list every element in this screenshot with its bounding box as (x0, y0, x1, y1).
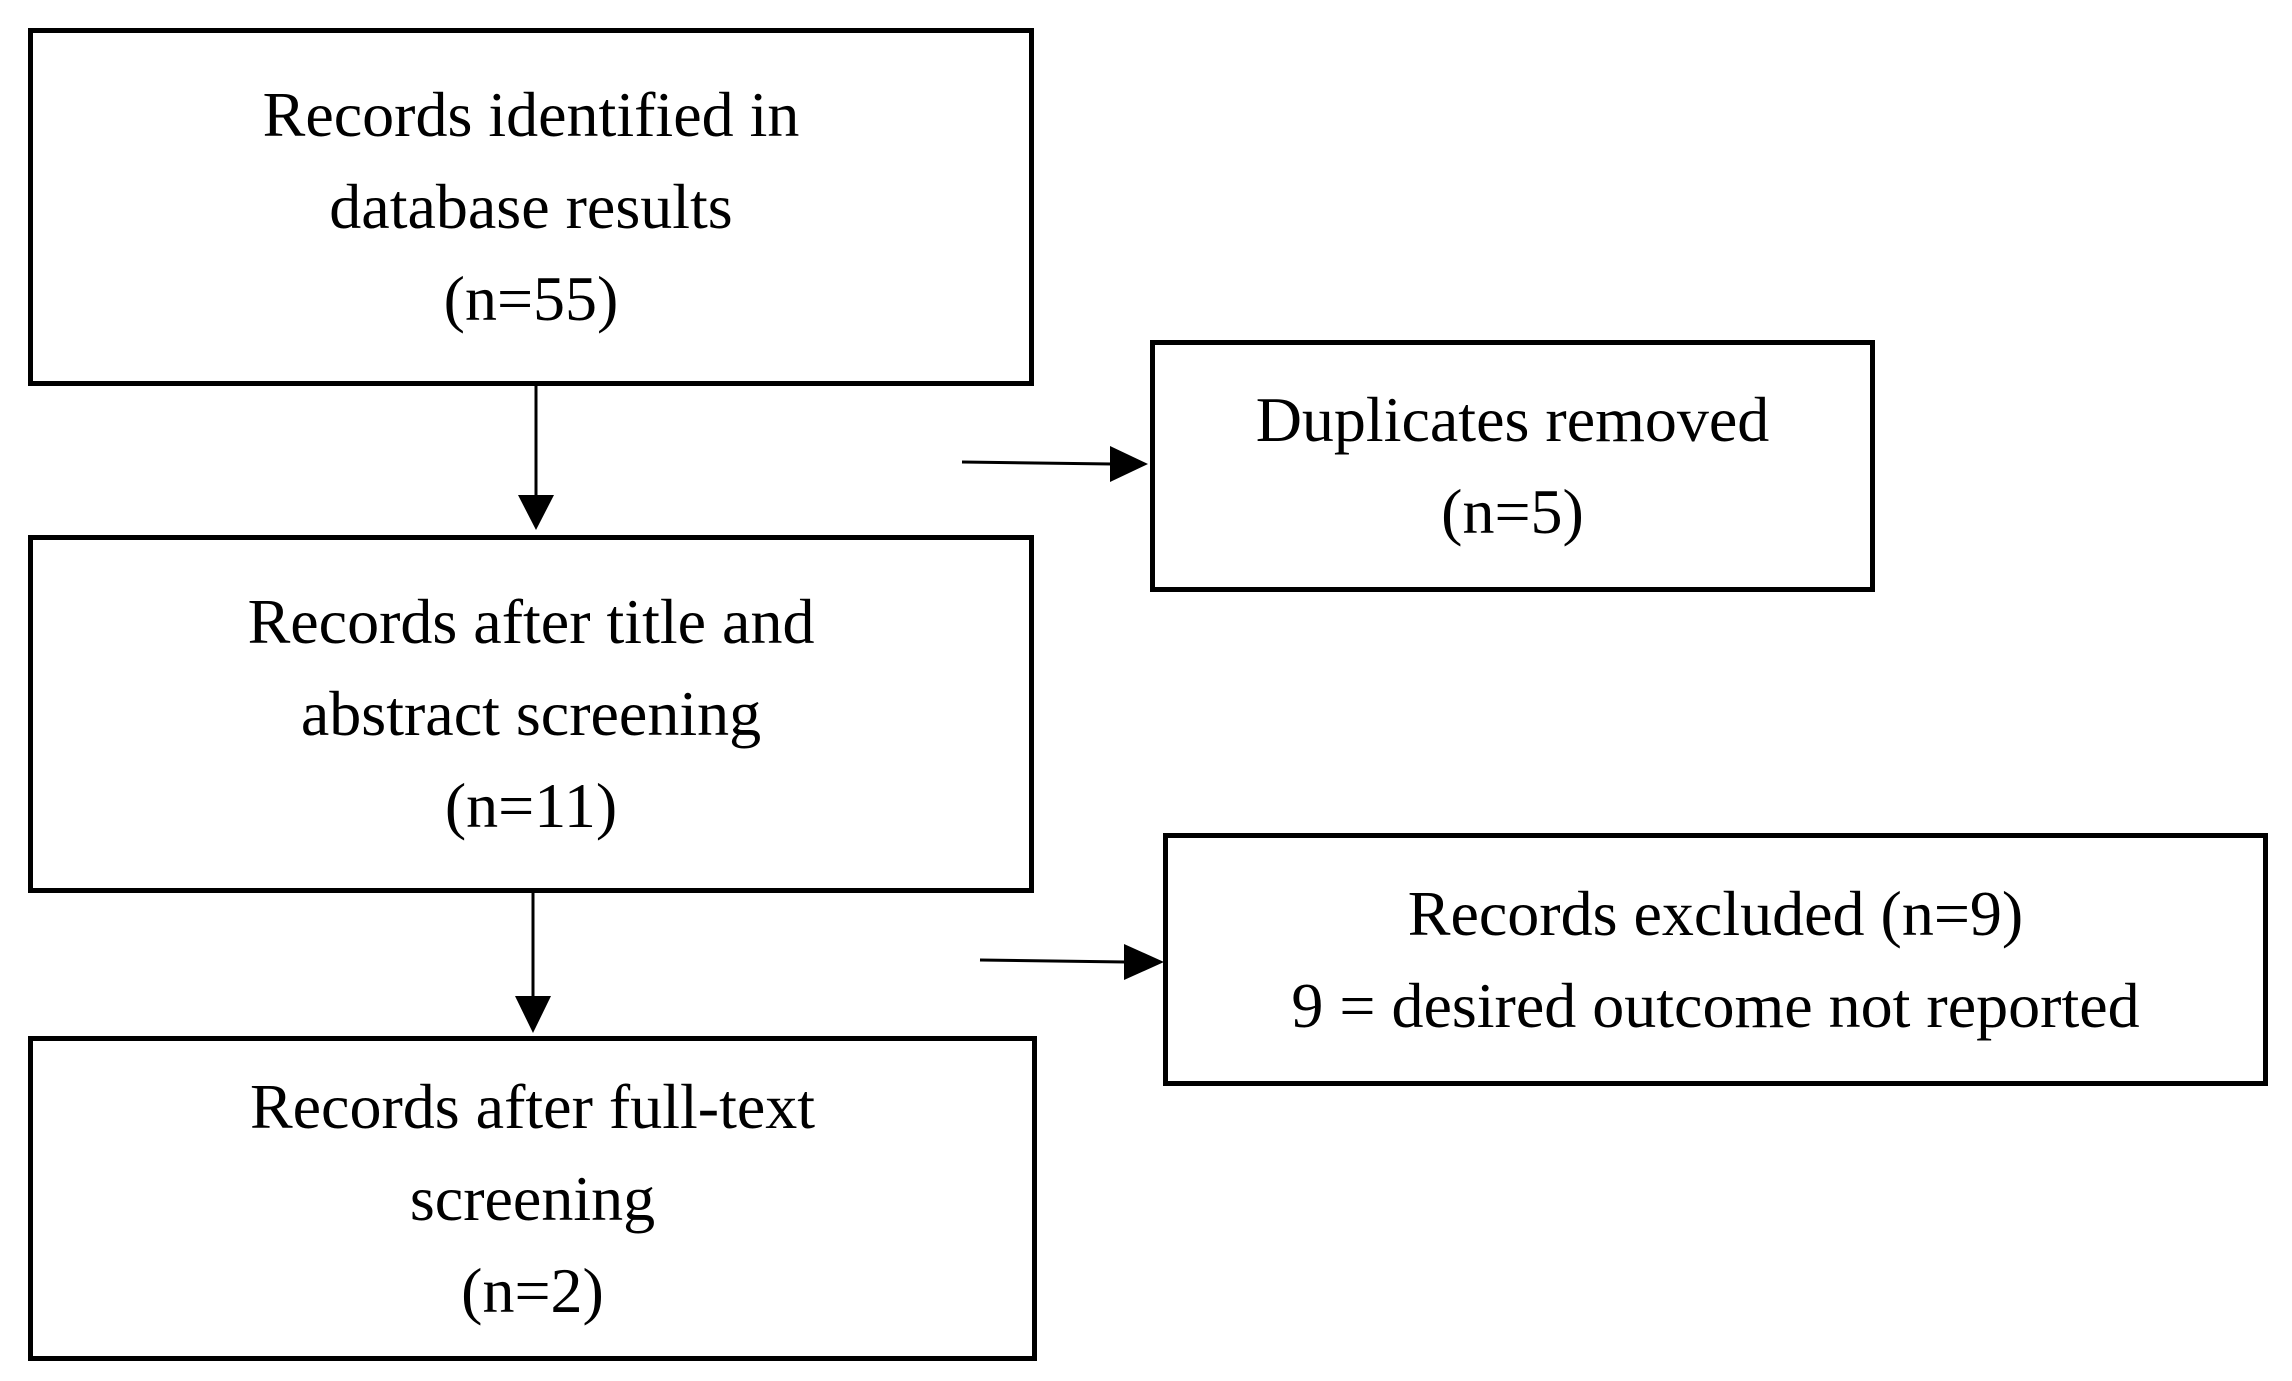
arrowhead-screened-to-included (515, 996, 551, 1033)
box-records-screened-line-2: abstract screening (300, 678, 762, 749)
box-records-included-line-1: Records after full-text (249, 1070, 816, 1142)
box-duplicates-removed: Duplicates removed (n=5) (1150, 340, 1875, 592)
box-duplicates-removed-line-1: Duplicates removed (1255, 384, 1770, 455)
arrowhead-to-excluded (1124, 944, 1164, 980)
box-records-excluded-line-2: 9 = desired outcome not reported (1291, 969, 2140, 1041)
box-duplicates-removed-line-2: (n=5) (1441, 476, 1584, 547)
box-records-identified: Records identified in database results (… (28, 28, 1034, 386)
box-records-excluded: Records excluded (n=9) 9 = desired outco… (1163, 833, 2268, 1086)
box-records-identified-line-3: (n=55) (443, 263, 619, 334)
box-records-included-line-3: (n=2) (461, 1254, 604, 1326)
box-records-included-line-2: screening (409, 1162, 656, 1234)
arrowhead-identified-to-screened (518, 495, 554, 530)
box-records-included: Records after full-text screening (n=2) (28, 1036, 1037, 1361)
arrow-to-excluded (979, 958, 1127, 964)
box-records-screened-line-1: Records after title and (247, 586, 815, 657)
box-records-identified-line-2: database results (329, 171, 733, 242)
box-records-identified-line-1: Records identified in (262, 79, 800, 150)
arrowhead-to-duplicates (1110, 446, 1148, 482)
box-records-screened: Records after title and abstract screeni… (28, 535, 1034, 893)
box-records-excluded-line-1: Records excluded (n=9) (1407, 877, 2024, 949)
box-records-screened-line-3: (n=11) (444, 770, 618, 841)
arrow-to-duplicates (961, 460, 1113, 466)
